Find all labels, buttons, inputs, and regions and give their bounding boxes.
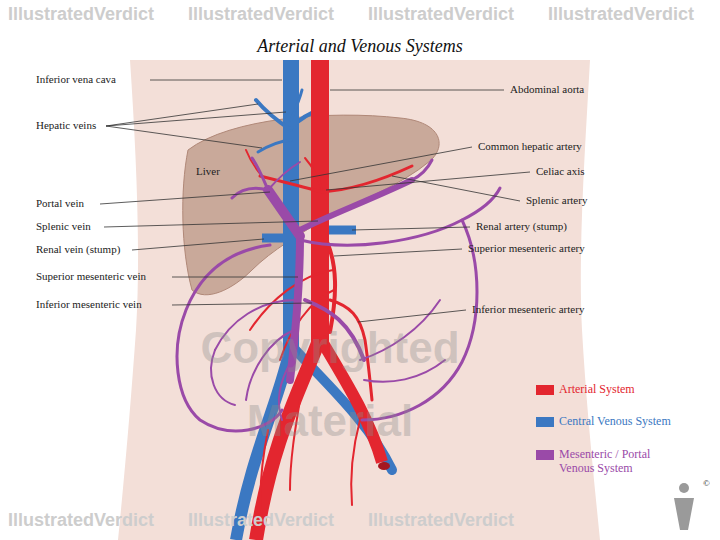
watermark-text: IllustratedVerdict <box>8 4 154 26</box>
legend-entry: Mesenteric / Portal Venous System <box>536 447 679 476</box>
watermark-text: IllustratedVerdict <box>188 510 334 532</box>
watermark-text: IllustratedVerdict <box>368 510 514 532</box>
part-label: Portal vein <box>36 197 84 210</box>
part-label: Superior mesenteric vein <box>36 270 146 283</box>
part-label: Inferior mesenteric vein <box>36 298 142 311</box>
watermark-text: IllustratedVerdict <box>548 4 694 26</box>
part-label: Hepatic veins <box>36 119 96 132</box>
legend-swatch <box>536 450 554 460</box>
legend-entry: Central Venous System <box>536 414 679 428</box>
copyright-mark: © <box>703 478 710 489</box>
part-label: Inferior vena cava <box>36 73 116 86</box>
arteries <box>246 60 412 540</box>
part-label: Renal vein (stump) <box>36 243 120 256</box>
logo-mark <box>674 483 694 530</box>
diagram-title: Arterial and Venous Systems <box>257 36 462 58</box>
watermark-text: Material <box>247 395 413 448</box>
legend-text: Central Venous System <box>559 414 679 428</box>
part-label: Inferior mesenteric artery <box>472 303 584 316</box>
watermark-text: IllustratedVerdict <box>8 510 154 532</box>
part-label: Common hepatic artery <box>478 140 582 153</box>
organ-label: Liver <box>196 165 220 178</box>
watermark-text: IllustratedVerdict <box>188 4 334 26</box>
torso <box>118 60 600 540</box>
part-label: Abdominal aorta <box>510 83 584 96</box>
central-veins <box>236 60 392 540</box>
portal-veins <box>177 158 500 431</box>
part-label: Splenic vein <box>36 220 91 233</box>
part-label: Superior mesenteric artery <box>468 242 585 255</box>
artery-cut-end <box>378 462 390 470</box>
part-label: Celiac axis <box>536 165 585 178</box>
part-label: Renal artery (stump) <box>476 220 567 233</box>
legend-swatch <box>536 417 554 427</box>
watermark-text: IllustratedVerdict <box>368 4 514 26</box>
legend-entry: Arterial System <box>536 382 679 396</box>
watermark-text: Copyrighted <box>200 322 459 375</box>
legend-text: Mesenteric / Portal Venous System <box>559 447 679 476</box>
leader-lines <box>100 80 530 322</box>
legend-text: Arterial System <box>559 382 679 396</box>
part-label: Splenic artery <box>526 194 587 207</box>
legend-swatch <box>536 385 554 395</box>
